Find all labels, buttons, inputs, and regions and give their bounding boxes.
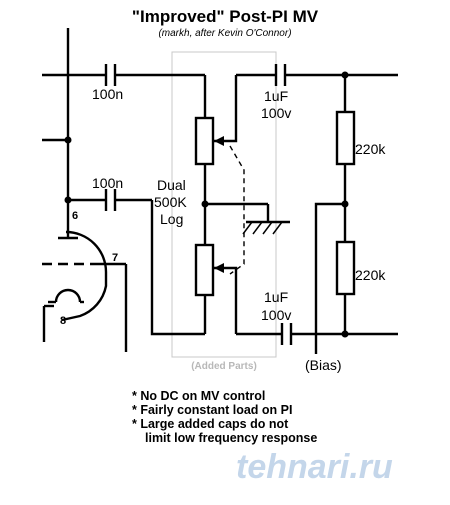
top-input-line bbox=[42, 64, 207, 118]
note-2: * Fairly constant load on PI bbox=[132, 403, 292, 417]
tube-pin-6: 6 bbox=[72, 210, 78, 222]
cap-top-left-label: 100n bbox=[92, 86, 123, 102]
mid-input-line bbox=[68, 189, 152, 211]
lower-potentiometer bbox=[150, 200, 238, 336]
resistor-bottom-label: 220k bbox=[355, 267, 386, 283]
pot-label-log: Log bbox=[160, 211, 183, 227]
note-3: * Large added caps do not bbox=[132, 417, 289, 431]
cap-bottom-right-voltage: 100v bbox=[261, 307, 291, 323]
added-parts-box bbox=[171, 51, 277, 358]
cap-top-right bbox=[236, 64, 398, 86]
pot-label-500k: 500K bbox=[154, 194, 187, 210]
diagram-subtitle: (markh, after Kevin O'Connor) bbox=[158, 28, 291, 39]
upper-potentiometer bbox=[194, 75, 238, 245]
cap-bottom-right bbox=[236, 323, 398, 345]
watermark: tehnari.ru bbox=[236, 448, 393, 486]
tube-pin-8: 8 bbox=[60, 315, 66, 327]
added-parts-label: (Added Parts) bbox=[191, 361, 257, 372]
cap-top-right-value: 1uF bbox=[264, 88, 288, 104]
bias-label: (Bias) bbox=[305, 357, 342, 373]
diagram-title: "Improved" Post-PI MV bbox=[132, 7, 319, 26]
cap-mid-left-label: 100n bbox=[92, 175, 123, 191]
tube-symbol bbox=[42, 230, 128, 352]
note-1: * No DC on MV control bbox=[132, 389, 265, 403]
ground-symbol bbox=[205, 202, 290, 235]
gang-link bbox=[229, 145, 245, 275]
cap-top-right-voltage: 100v bbox=[261, 105, 291, 121]
left-rail bbox=[58, 28, 78, 240]
resistor-top-label: 220k bbox=[355, 141, 386, 157]
pot-label-dual: Dual bbox=[157, 177, 186, 193]
cap-bottom-right-value: 1uF bbox=[264, 289, 288, 305]
tube-pin-7: 7 bbox=[112, 252, 118, 264]
note-4: limit low frequency response bbox=[145, 431, 317, 445]
resistor-divider bbox=[314, 75, 356, 354]
